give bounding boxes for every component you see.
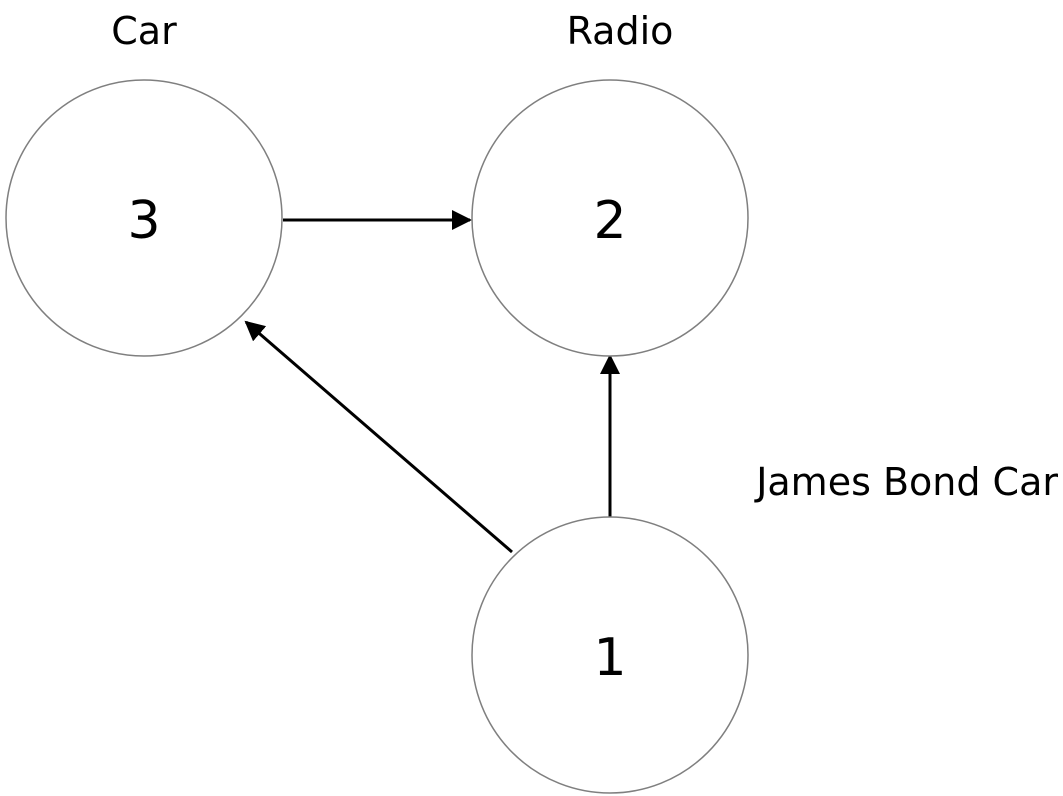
- node-car: 3 Car: [5, 9, 283, 357]
- edge-1-to-3: [244, 320, 513, 554]
- node-radio-label: Radio: [567, 9, 674, 53]
- node-car-number: 3: [127, 191, 160, 251]
- node-james-bond-car-label: James Bond Car: [754, 460, 1058, 504]
- node-james-bond-car: 1 James Bond Car: [471, 460, 1058, 794]
- node-radio: 2 Radio: [471, 9, 749, 357]
- node-james-bond-car-number: 1: [593, 628, 626, 688]
- node-radio-number: 2: [593, 191, 626, 251]
- node-car-label: Car: [111, 9, 177, 53]
